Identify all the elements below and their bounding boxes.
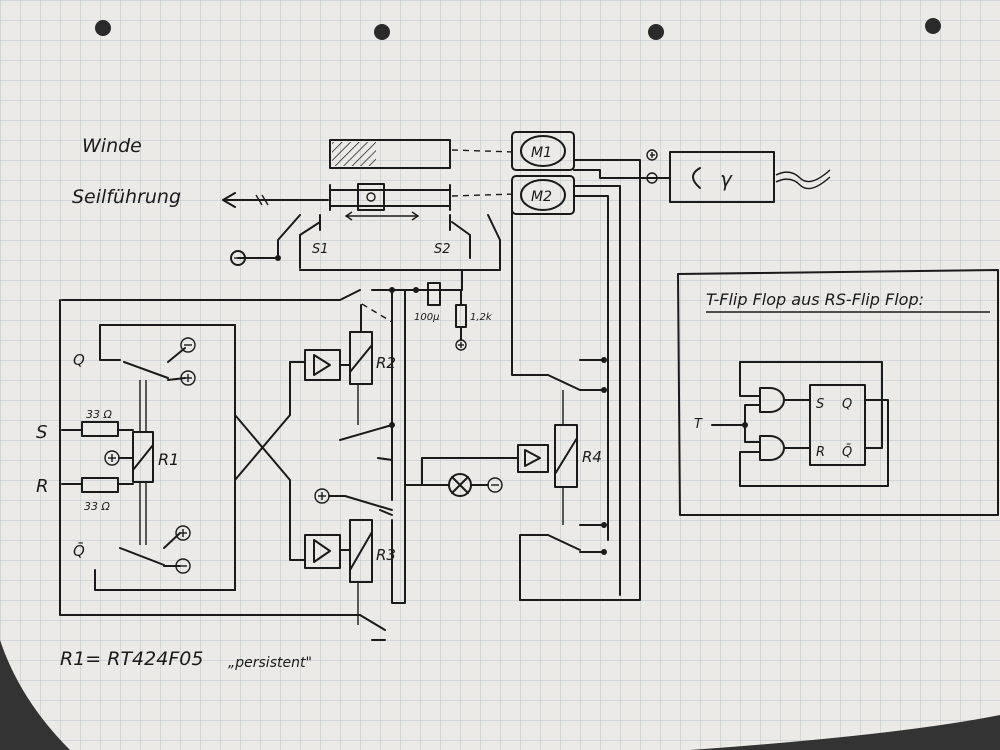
svg-text:T: T <box>694 417 703 432</box>
switch-s1: S1 <box>299 214 329 269</box>
punch-hole <box>374 24 390 40</box>
tff-inset: T-Flip Flop aus RS-Flip Flop: S Q R Q̄ T <box>677 269 999 516</box>
paper-shadow-right <box>690 715 1000 750</box>
label-s: S <box>36 422 47 443</box>
resistor-1k2: 1,2k <box>455 304 493 351</box>
svg-text:γ: γ <box>720 167 733 191</box>
svg-text:M1: M1 <box>531 145 552 161</box>
svg-text:R3: R3 <box>376 546 396 564</box>
svg-text:M2: M2 <box>531 189 552 205</box>
label-winde: Winde <box>82 135 142 157</box>
svg-text:S: S <box>816 397 824 412</box>
svg-text:R: R <box>816 445 825 460</box>
resistor-33-bottom: 33 Ω <box>61 477 134 513</box>
motor-m1: M1 <box>511 131 575 171</box>
label-persistent: „persistent" <box>228 655 312 671</box>
svg-text:R1: R1 <box>158 450 179 469</box>
svg-text:1,2k: 1,2k <box>470 312 493 323</box>
svg-text:R4: R4 <box>582 448 602 466</box>
tff-title: T-Flip Flop aus RS-Flip Flop: <box>706 290 924 309</box>
svg-text:R2: R2 <box>376 354 396 372</box>
paper-shadow-left <box>0 640 70 750</box>
switch-s2: S2 <box>434 214 471 259</box>
relay-r4: R4 <box>517 390 602 525</box>
label-q: Q <box>73 351 85 369</box>
punch-hole <box>925 18 941 34</box>
relay-r2: R2 <box>304 304 396 425</box>
svg-text:100µ: 100µ <box>414 312 439 323</box>
part-number: R1= RT424F05 <box>60 648 203 670</box>
label-r: R <box>36 476 49 497</box>
svg-text:Q: Q <box>842 397 852 412</box>
relay-r3: R3 <box>304 519 396 625</box>
resistor-33-top: 33 Ω <box>61 408 134 437</box>
rope-arrow <box>222 192 329 208</box>
label-q-bar: Q̄ <box>73 541 85 560</box>
svg-text:Q̄: Q̄ <box>842 445 852 460</box>
svg-text:33 Ω: 33 Ω <box>86 408 112 421</box>
lamp <box>404 457 519 497</box>
punch-hole <box>648 24 664 40</box>
receiver-box: γ <box>669 151 831 203</box>
capacitor-100u: 100µ <box>414 282 441 323</box>
svg-text:S1: S1 <box>312 242 329 257</box>
svg-text:33 Ω: 33 Ω <box>84 500 110 513</box>
label-seilfuehrung: Seilführung <box>72 186 181 208</box>
punch-hole <box>95 20 111 36</box>
cable-guide <box>329 183 451 221</box>
winch-drum <box>329 139 451 169</box>
svg-text:S2: S2 <box>434 242 451 257</box>
